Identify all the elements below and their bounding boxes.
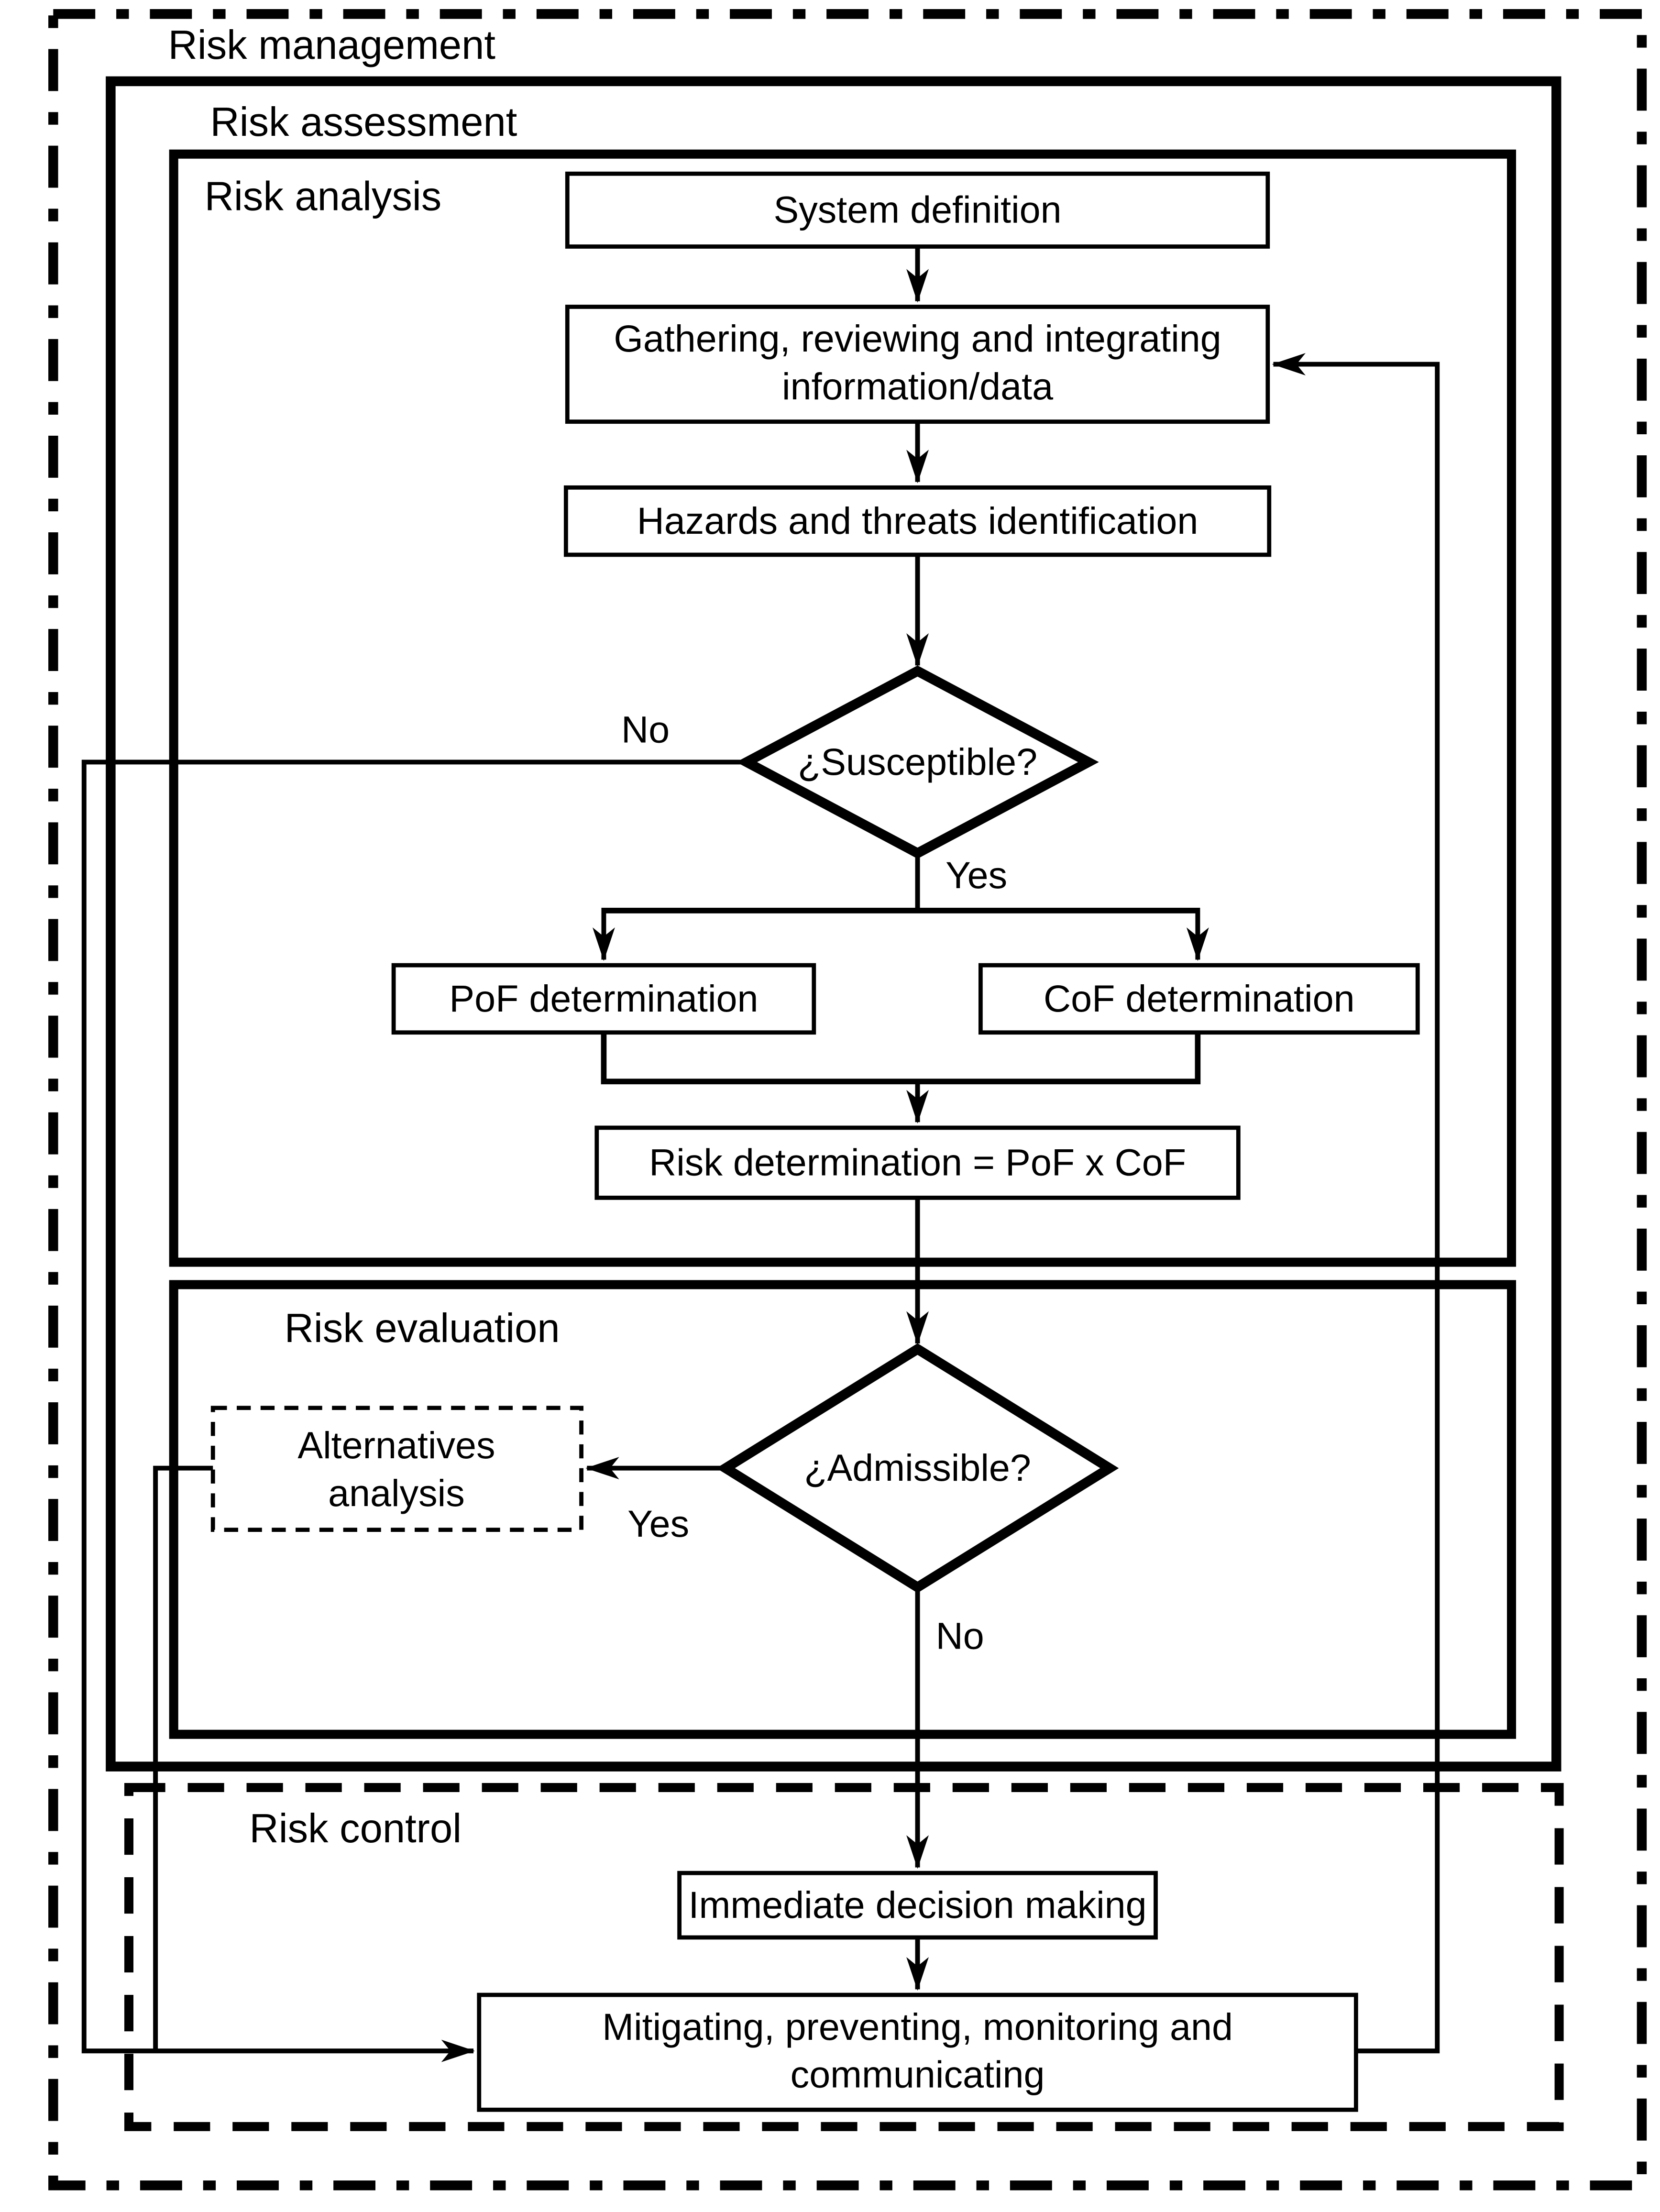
alternatives-label-line1: Alternatives: [297, 1424, 495, 1466]
gathering-box: [565, 305, 1270, 424]
system-definition-label: System definition: [773, 188, 1061, 231]
node-admissible-decision: ¿Admissible?: [716, 1343, 1119, 1593]
mitigating-box: [477, 1992, 1358, 2112]
risk-analysis-label: Risk analysis: [205, 173, 442, 219]
hazards-label: Hazards and threats identification: [637, 499, 1198, 542]
node-pof: PoF determination: [391, 963, 816, 1035]
admissible-diamond: [716, 1343, 1119, 1593]
label-admissible-no: No: [936, 1615, 984, 1657]
admissible-label: ¿Admissible?: [804, 1446, 1031, 1489]
susceptible-diamond: [736, 665, 1099, 859]
container-risk-evaluation: Risk evaluation: [169, 1280, 1517, 1739]
edge-alternatives-to-mitigating: [153, 1465, 213, 2051]
cof-box: [978, 963, 1420, 1035]
risk-evaluation-border: [169, 1280, 1517, 1739]
alternatives-label-line2: analysis: [328, 1472, 465, 1514]
risk-management-label: Risk management: [168, 22, 495, 67]
immediate-box: [677, 1871, 1158, 1940]
node-gathering: Gathering, reviewing and integrating inf…: [565, 305, 1270, 424]
susceptible-label: ¿Susceptible?: [798, 740, 1037, 783]
risk-determination-box: [594, 1125, 1241, 1200]
risk-control-label: Risk control: [249, 1805, 462, 1851]
immediate-label: Immediate decision making: [688, 1883, 1146, 1926]
risk-assessment-border: [106, 76, 1561, 1772]
container-risk-assessment: Risk assessment: [106, 76, 1561, 1772]
pof-box: [391, 963, 816, 1035]
node-cof: CoF determination: [978, 963, 1420, 1035]
risk-determination-label: Risk determination = PoF x CoF: [649, 1141, 1186, 1184]
node-alternatives: Alternatives analysis: [210, 1406, 583, 1532]
gathering-label-line1: Gathering, reviewing and integrating: [614, 317, 1221, 360]
mitigating-label-line1: Mitigating, preventing, monitoring and: [602, 2005, 1233, 2048]
mitigating-label-line2: communicating: [791, 2053, 1045, 2095]
edge-susceptible-no-to-mitigating: [81, 759, 747, 2062]
node-hazards: Hazards and threats identification: [563, 485, 1272, 557]
gathering-label-line2: information/data: [782, 365, 1053, 407]
node-immediate: Immediate decision making: [677, 1871, 1158, 1940]
risk-management-border: [48, 9, 1647, 2190]
pof-label: PoF determination: [449, 977, 758, 1020]
node-mitigating: Mitigating, preventing, monitoring and c…: [477, 1992, 1358, 2112]
node-system-definition: System definition: [565, 171, 1270, 249]
risk-assessment-label: Risk assessment: [210, 99, 517, 144]
risk-evaluation-label: Risk evaluation: [285, 1305, 560, 1351]
cof-label: CoF determination: [1044, 977, 1355, 1020]
container-risk-control: Risk control: [124, 1783, 1564, 2131]
node-risk-determination: Risk determination = PoF x CoF: [594, 1125, 1241, 1200]
edge-pof-cof-merge: [601, 1032, 1201, 1085]
system-definition-box: [565, 171, 1270, 249]
edge-mitigating-feedback-to-gathering: [1272, 353, 1440, 2054]
alternatives-box: [210, 1406, 583, 1532]
edges: [81, 246, 1440, 2062]
hazards-box: [563, 485, 1272, 557]
label-susceptible-yes: Yes: [945, 854, 1007, 896]
container-risk-management: Risk management: [48, 9, 1647, 2190]
risk-analysis-border: [169, 149, 1517, 1267]
risk-control-border: [124, 1783, 1564, 2131]
container-risk-analysis: Risk analysis: [169, 149, 1517, 1267]
label-admissible-yes: Yes: [627, 1502, 689, 1545]
node-susceptible-decision: ¿Susceptible?: [736, 665, 1099, 859]
label-susceptible-no: No: [621, 708, 670, 750]
